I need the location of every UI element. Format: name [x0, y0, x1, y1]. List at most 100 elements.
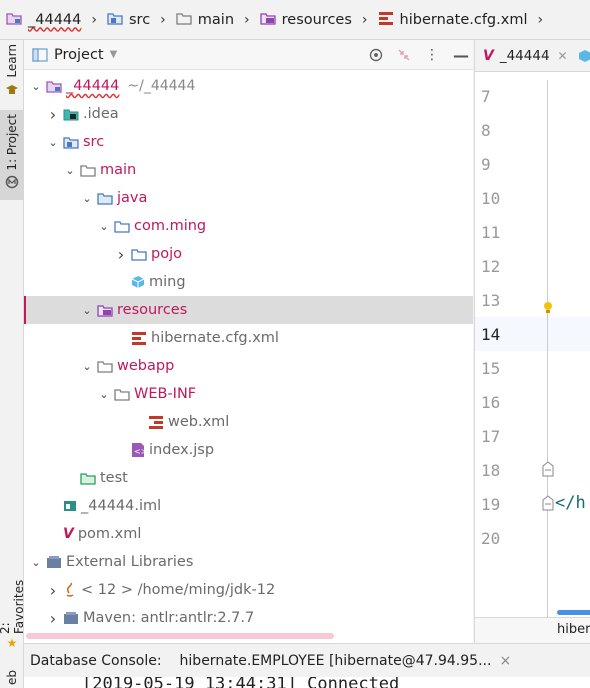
- chevron-down-icon[interactable]: ⌄: [82, 359, 92, 373]
- tree-node-label: web.xml: [168, 414, 230, 430]
- breadcrumb-item[interactable]: _44444›: [6, 11, 107, 29]
- chevron-right-icon: ›: [244, 11, 250, 28]
- project-view-icon: [32, 47, 48, 62]
- tree-node[interactable]: ⌄resources: [24, 296, 473, 324]
- cube-icon: [131, 275, 145, 289]
- tree-node-label: < 12 > /home/ming/jdk-12: [81, 582, 276, 598]
- editor-tab-label: _44444: [499, 47, 550, 64]
- chevron-right-icon: ›: [537, 11, 544, 28]
- tree-node-path: ~/_44444: [127, 78, 196, 94]
- breadcrumb-item[interactable]: main›: [176, 11, 260, 29]
- editor-tab-pom[interactable]: V _44444 ✕: [483, 48, 568, 64]
- tree-node[interactable]: ⌄src: [24, 128, 473, 156]
- chevron-down-icon[interactable]: ⌄: [31, 555, 41, 569]
- project-tree: ⌄_44444~/_44444›.idea⌄src⌄main⌄java⌄com.…: [24, 72, 473, 632]
- chevron-down-icon[interactable]: ⌄: [31, 79, 41, 93]
- tree-node[interactable]: _44444.iml: [24, 492, 473, 520]
- locate-file-icon[interactable]: [369, 48, 383, 62]
- maven-icon: V: [63, 526, 74, 542]
- chevron-right-icon: ›: [160, 11, 166, 28]
- chevron-right-icon: ›: [361, 11, 368, 28]
- tree-node[interactable]: ⌄_44444~/_44444: [24, 72, 473, 100]
- chevron-right-icon[interactable]: ›: [49, 608, 57, 628]
- tree-node[interactable]: ⌄ java: [24, 184, 473, 212]
- fold-marker-icon[interactable]: [541, 495, 555, 511]
- learn-tool-tab[interactable]: Learn: [0, 44, 24, 104]
- tree-node[interactable]: ⌄ External Libraries: [24, 548, 473, 576]
- database-console-tab[interactable]: hibernate.EMPLOYEE [hibernate@47.94.95..…: [179, 652, 492, 669]
- chevron-down-icon[interactable]: ⌄: [99, 387, 109, 401]
- chevron-down-icon[interactable]: ⌄: [99, 219, 109, 233]
- editor-scrollbar[interactable]: [557, 610, 590, 615]
- lightbulb-icon[interactable]: [541, 300, 555, 316]
- tree-node-label: pom.xml: [77, 526, 142, 542]
- line-number: 19: [481, 495, 501, 514]
- tree-node[interactable]: ⌄WEB-INF: [24, 380, 473, 408]
- project-tool-tab[interactable]: 1: Project: [0, 110, 24, 200]
- hibernate-file-icon: [378, 11, 394, 29]
- chevron-down-icon[interactable]: ⌄: [82, 191, 92, 205]
- breadcrumb-item[interactable]: src›: [107, 11, 176, 29]
- chevron-down-icon[interactable]: ⌄: [48, 135, 58, 149]
- tree-node[interactable]: ⌄ main: [24, 156, 473, 184]
- editor-breadcrumb-footer: hiber: [475, 617, 590, 643]
- line-number: 16: [481, 393, 501, 412]
- horizontal-scrollbar[interactable]: [26, 633, 334, 639]
- tree-node-label: webapp: [117, 358, 175, 374]
- maven-icon: V: [483, 47, 494, 64]
- web-tab-label: eb: [5, 670, 19, 685]
- breadcrumb-item[interactable]: hibernate.cfg.xml›: [378, 11, 554, 29]
- tree-node-label: main: [100, 162, 137, 178]
- more-options-icon[interactable]: ⋮: [425, 47, 439, 63]
- folder-module-icon: [6, 11, 22, 29]
- tree-node-label: java: [117, 190, 148, 206]
- left-tool-stripe: Learn 1: Project 2: Favorites ★ eb: [0, 40, 26, 688]
- tree-node[interactable]: ›pojo: [24, 240, 473, 268]
- line-number: 8: [481, 121, 491, 140]
- chevron-down-icon[interactable]: ⌄: [82, 303, 92, 317]
- tree-node[interactable]: test: [24, 464, 473, 492]
- project-view-selector[interactable]: Project: [54, 46, 104, 63]
- fold-marker-icon[interactable]: [541, 461, 555, 477]
- code-line-19[interactable]: </h: [555, 493, 586, 513]
- chevron-right-icon[interactable]: ›: [49, 580, 57, 600]
- folder-test-icon: [80, 471, 96, 485]
- tree-node[interactable]: ming: [24, 268, 473, 296]
- line-number: 15: [481, 359, 501, 378]
- tree-node-label: ming: [149, 274, 186, 290]
- line-number: 11: [481, 223, 501, 242]
- tree-node[interactable]: ⌄ webapp: [24, 352, 473, 380]
- tree-node[interactable]: › < 12 > /home/ming/jdk-12: [24, 576, 473, 604]
- star-icon: ★: [6, 636, 18, 650]
- tree-node-label: _44444.iml: [81, 498, 162, 514]
- close-icon[interactable]: ×: [499, 652, 512, 669]
- web-tool-tab[interactable]: eb: [0, 670, 24, 688]
- chevron-right-icon[interactable]: ›: [49, 104, 57, 124]
- chevron-right-icon[interactable]: ›: [117, 244, 125, 264]
- tree-node[interactable]: ›Maven: antlr:antlr:2.7.7: [24, 604, 473, 632]
- hide-panel-icon[interactable]: —: [453, 45, 469, 65]
- library-icon: [63, 611, 79, 625]
- tree-node[interactable]: hibernate.cfg.xml: [24, 324, 473, 352]
- collapse-all-icon[interactable]: [397, 48, 411, 62]
- breadcrumb-item[interactable]: resources›: [259, 11, 378, 29]
- favorites-tool-tab[interactable]: 2: Favorites ★: [0, 566, 26, 650]
- chevron-down-icon[interactable]: ▼: [109, 49, 118, 60]
- cube-icon[interactable]: [578, 49, 590, 63]
- jdk-icon: [63, 582, 77, 598]
- xml-file-icon: [148, 415, 164, 429]
- learn-tab-label: Learn: [5, 44, 19, 78]
- tree-node-label: External Libraries: [66, 554, 194, 570]
- tree-node-label: com.ming: [134, 218, 207, 234]
- folder-icon: [176, 11, 192, 29]
- tree-node[interactable]: ›.idea: [24, 100, 473, 128]
- chevron-down-icon[interactable]: ⌄: [65, 163, 75, 177]
- tree-node[interactable]: ⌄ com.ming: [24, 212, 473, 240]
- breadcrumb-label: _44444: [28, 11, 82, 28]
- database-console-bar: Database Console: hibernate.EMPLOYEE [hi…: [24, 643, 590, 677]
- tree-node[interactable]: web.xml: [24, 408, 473, 436]
- tree-node[interactable]: <>index.jsp: [24, 436, 473, 464]
- close-icon[interactable]: ✕: [557, 48, 568, 63]
